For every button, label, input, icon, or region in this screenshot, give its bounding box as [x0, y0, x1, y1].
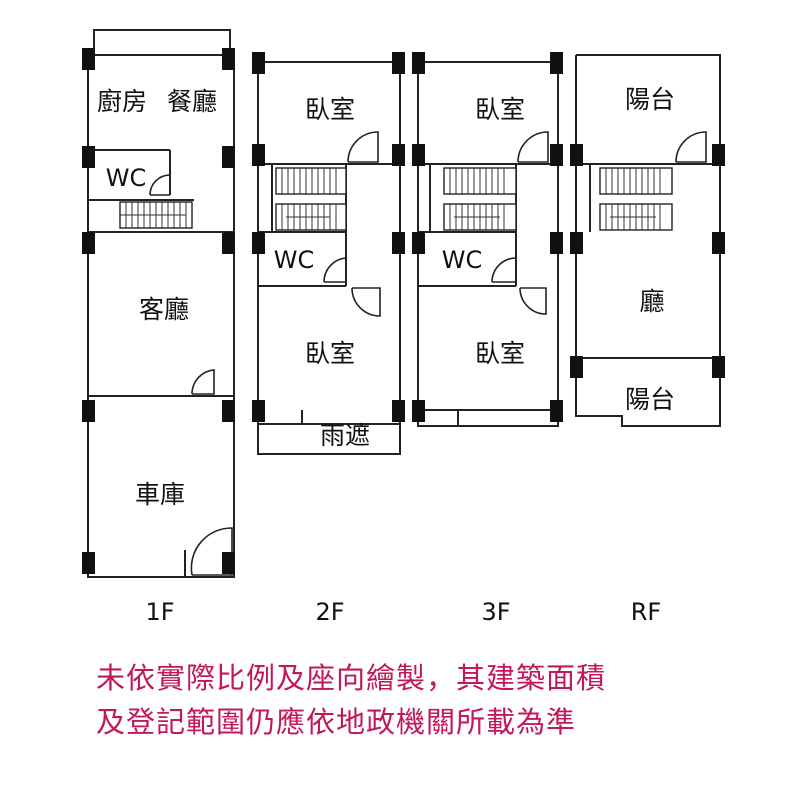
stair-treads-rf [605, 168, 661, 230]
room-label-wc-2f: WC [274, 246, 315, 274]
floor-label-rf: RF [631, 598, 661, 626]
room-label-wc-3f: WC [442, 246, 483, 274]
floor-2f-plan: 臥室 WC 臥室 雨遮 2F [252, 52, 405, 626]
floor-3f-plan: 臥室 WC 臥室 3F [412, 52, 563, 626]
stair-treads-3f [449, 168, 505, 230]
room-label-bedroom-3f-bottom: 臥室 [475, 339, 525, 368]
disclaimer-notice: 未依實際比例及座向繪製，其建築面積 及登記範圍仍應依地政機關所載為準 [96, 656, 756, 744]
room-label-kitchen: 廚房 [97, 87, 147, 116]
room-label-living: 客廳 [139, 295, 189, 324]
room-label-dining: 餐廳 [167, 87, 217, 116]
floor-label-2f: 2F [315, 598, 344, 626]
room-label-hall: 廳 [639, 287, 664, 316]
room-label-garage: 車庫 [135, 480, 185, 509]
stair-treads-1f [120, 202, 187, 228]
room-label-canopy: 雨遮 [320, 421, 370, 450]
room-label-bedroom-2f-top: 臥室 [305, 95, 355, 124]
room-label-bedroom-2f-bottom: 臥室 [305, 339, 355, 368]
floor-1f-plan: 廚房 餐廳 WC 客廳 車庫 1F [82, 29, 235, 626]
room-label-balcony-bottom: 陽台 [625, 385, 675, 414]
room-label-balcony-top: 陽台 [625, 85, 675, 114]
room-label-bedroom-3f-top: 臥室 [475, 95, 525, 124]
disclaimer-line-2: 及登記範圍仍應依地政機關所載為準 [96, 705, 577, 739]
floor-rf-plan: 陽台 廳 陽台 RF [570, 54, 725, 626]
room-label-wc-1f: WC [106, 164, 147, 192]
stair-treads-2f [281, 168, 337, 230]
floor-label-1f: 1F [145, 598, 174, 626]
floor-label-3f: 3F [481, 598, 510, 626]
disclaimer-line-1: 未依實際比例及座向繪製，其建築面積 [96, 661, 607, 695]
